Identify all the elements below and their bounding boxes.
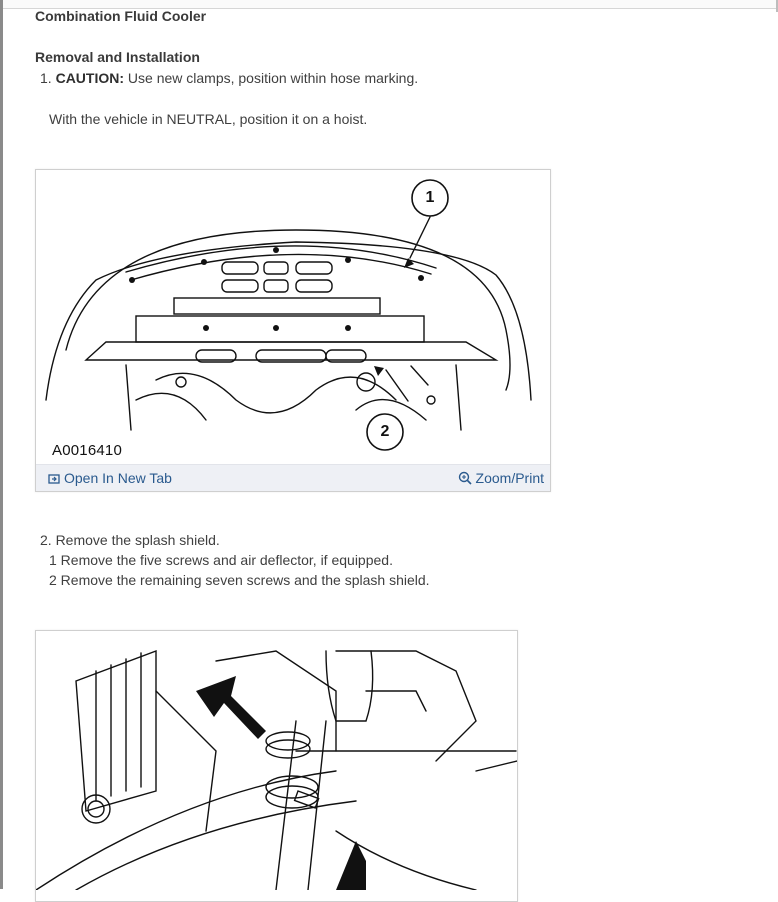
figure-2 xyxy=(35,630,518,902)
step-2-substep-1: 1 Remove the five screws and air deflect… xyxy=(49,552,393,568)
figure-1-illustration xyxy=(45,179,532,451)
callout-2-label: 2 xyxy=(380,423,390,440)
figure-2-illustration xyxy=(36,649,517,890)
page-left-border xyxy=(0,0,3,889)
callout-2 xyxy=(366,413,404,451)
step-1: 1. CAUTION: Use new clamps, position wit… xyxy=(40,70,418,86)
zoom-print-label: Zoom/Print xyxy=(475,470,544,486)
page-scrollbar-edge xyxy=(776,0,778,12)
figure-1: 1 2 A0016410 Open In New Tab Zoom/Print xyxy=(35,169,551,492)
open-in-new-tab-label: Open In New Tab xyxy=(64,470,172,486)
figure-code: A0016410 xyxy=(52,442,123,459)
callout-1 xyxy=(411,179,449,217)
section-heading: Removal and Installation xyxy=(35,49,200,65)
document-title: Combination Fluid Cooler xyxy=(35,8,207,24)
open-in-new-tab-link[interactable]: Open In New Tab xyxy=(48,470,172,486)
zoom-in-icon xyxy=(458,471,472,485)
step-2: 2. Remove the splash shield. xyxy=(40,532,220,548)
caution-text: Use new clamps, position within hose mar… xyxy=(127,70,419,86)
callout-1-label: 1 xyxy=(425,189,435,206)
figure-toolbar: Open In New Tab Zoom/Print xyxy=(36,464,550,491)
page-top-border xyxy=(3,0,778,9)
caution-label: CAUTION: xyxy=(55,70,125,86)
open-in-tab-icon xyxy=(48,474,60,484)
step-2-substep-2: 2 Remove the remaining seven screws and … xyxy=(49,572,430,588)
step-1-number: 1. xyxy=(40,70,52,86)
zoom-print-link[interactable]: Zoom/Print xyxy=(458,470,544,486)
step-1-body: With the vehicle in NEUTRAL, position it… xyxy=(49,111,368,127)
